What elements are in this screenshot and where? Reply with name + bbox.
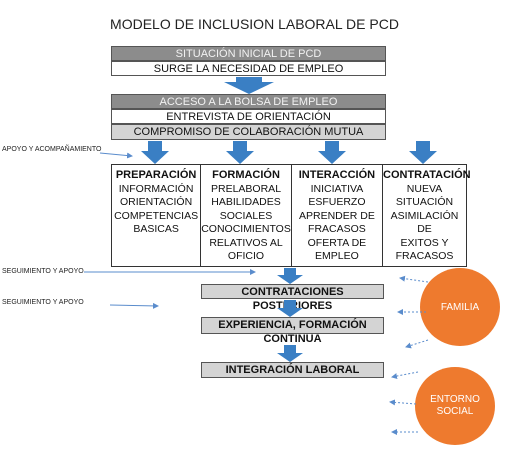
column-line: INFORMACIÓN bbox=[118, 182, 194, 195]
employment-need-bar: SURGE LA NECESIDAD DE EMPLEO bbox=[111, 61, 386, 76]
social-environment-label-1: ENTORNO bbox=[430, 394, 480, 405]
job-bank-access-header: ACCESO A LA BOLSA DE EMPLEO bbox=[111, 94, 386, 109]
social-arrow-1 bbox=[391, 371, 419, 380]
down-arrow-col-3 bbox=[318, 141, 346, 164]
column-line: FRACASOS bbox=[308, 223, 366, 235]
followup-label-2: SEGUIMIENTO Y APOYO bbox=[2, 299, 84, 306]
mutual-collaboration-bar: COMPROMISO DE COLABORACIÓN MUTUA bbox=[111, 124, 386, 140]
column-line: FRACASOS bbox=[395, 250, 454, 262]
down-arrow-stage-2 bbox=[277, 300, 303, 317]
down-arrow-col-4 bbox=[409, 141, 437, 164]
column-line: PRELABORAL bbox=[211, 182, 282, 195]
family-circle: FAMILIA bbox=[420, 268, 500, 346]
support-arrow bbox=[99, 152, 133, 159]
column-head: FORMACIÓN bbox=[212, 169, 280, 181]
down-arrow-stage-1 bbox=[277, 268, 303, 284]
column-head: PREPARACIÓN bbox=[115, 169, 197, 181]
column-line: OFICIO bbox=[227, 250, 265, 262]
column-line: HABILIDADES bbox=[211, 196, 281, 208]
down-arrow-1 bbox=[224, 77, 274, 94]
diagram-title: MODELO DE INCLUSION LABORAL DE PCD bbox=[110, 16, 399, 32]
social-environment-label-2: SOCIAL bbox=[436, 406, 474, 417]
column-interaccion: INTERACCIÓN INICIATIVA ESFUERZO APRENDER… bbox=[292, 165, 383, 266]
column-line: SOCIALES bbox=[219, 209, 273, 222]
column-line: INICIATIVA bbox=[310, 182, 364, 195]
column-preparacion: PREPARACIÓN INFORMACIÓN ORIENTACIÓN COMP… bbox=[112, 165, 202, 266]
down-arrow-col-1 bbox=[141, 141, 169, 164]
column-line: CONOCIMIENTOS bbox=[201, 223, 291, 235]
column-line: COMPETENCIAS bbox=[114, 209, 199, 222]
column-line: EXITOS Y bbox=[400, 236, 449, 249]
family-arrow-1 bbox=[399, 275, 429, 283]
followup-label-1: SEGUIMIENTO Y APOYO bbox=[2, 268, 84, 275]
followup-arrow-2 bbox=[109, 302, 159, 309]
column-line: APRENDER DE bbox=[298, 209, 375, 222]
family-arrow-3 bbox=[405, 339, 429, 349]
column-line: EMPLEO bbox=[315, 250, 359, 262]
stages-columns: PREPARACIÓN INFORMACIÓN ORIENTACIÓN COMP… bbox=[111, 164, 471, 267]
social-arrow-2 bbox=[389, 399, 417, 406]
column-formacion: FORMACIÓN PRELABORAL HABILIDADES SOCIALE… bbox=[201, 165, 292, 266]
orientation-interview-bar: ENTREVISTA DE ORIENTACIÓN bbox=[111, 109, 386, 124]
down-arrow-stage-3 bbox=[277, 345, 303, 362]
column-head: INTERACCIÓN bbox=[298, 169, 376, 181]
down-arrow-col-2 bbox=[226, 141, 254, 164]
column-line: RELATIVOS AL bbox=[209, 236, 283, 249]
initial-situation-header: SITUACIÓN INICIAL DE PCD bbox=[111, 46, 386, 61]
support-label: APOYO Y ACOMPAÑAMIENTO bbox=[2, 146, 102, 153]
column-contratacion: CONTRATACIÓN NUEVA SITUACIÓN ASIMILACIÓN… bbox=[383, 165, 471, 266]
social-environment-circle: ENTORNO SOCIAL bbox=[415, 367, 495, 445]
later-hiring-bar: CONTRATACIONES POSTERIORES bbox=[201, 284, 384, 312]
column-line: OFERTA DE bbox=[307, 236, 367, 249]
column-line: NUEVA bbox=[406, 182, 443, 195]
labor-integration-bar: INTEGRACIÓN LABORAL bbox=[201, 362, 384, 378]
family-label: FAMILIA bbox=[440, 301, 480, 313]
column-head: CONTRATACIÓN bbox=[383, 169, 471, 181]
column-line: BASICAS bbox=[133, 223, 179, 235]
column-line: ORIENTACIÓN bbox=[120, 196, 193, 208]
column-line: ASIMILACIÓN DE bbox=[390, 209, 459, 236]
column-line: ESFUERZO bbox=[308, 196, 366, 208]
continuing-training-bar: EXPERIENCIA, FORMACIÓN CONTINUA bbox=[201, 317, 384, 345]
column-line: SITUACIÓN bbox=[395, 196, 454, 208]
